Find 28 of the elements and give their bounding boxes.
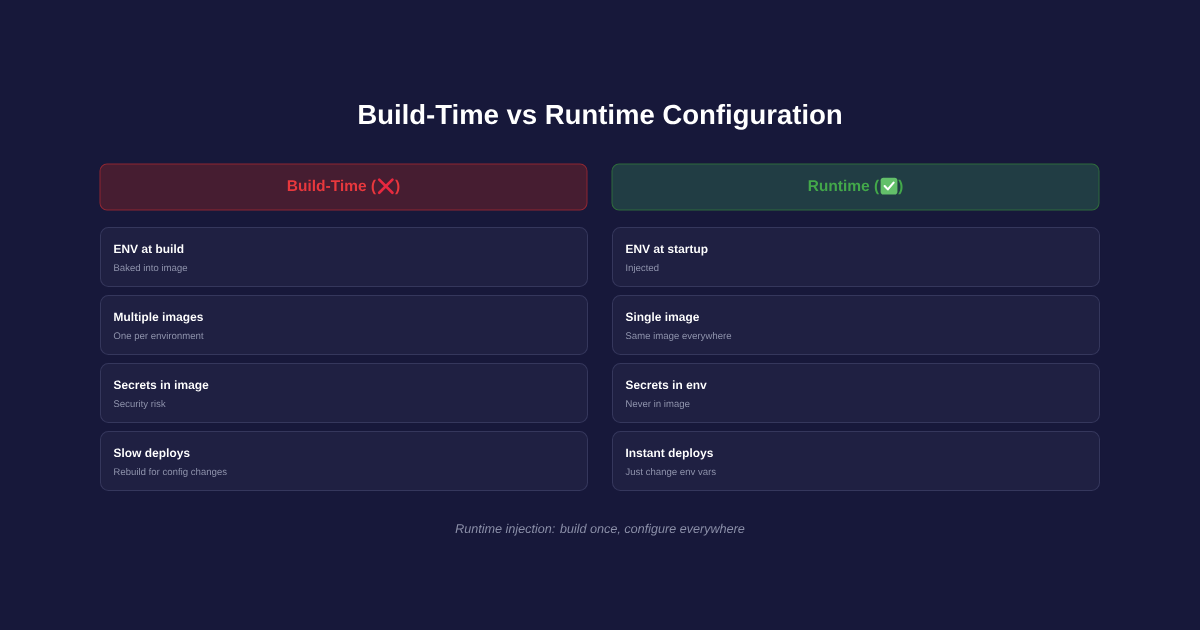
card-title: Slow deploys <box>113 448 190 460</box>
card <box>100 363 588 423</box>
card-title: Instant deploys <box>626 448 713 460</box>
card-title: Secrets in env <box>625 380 707 390</box>
card-description: Rebuild for config changes <box>114 468 227 477</box>
card-description: Same image everywhere <box>625 332 732 341</box>
card-title: ENV at build <box>114 244 184 254</box>
card <box>100 295 588 355</box>
column-header: Build-Time ( ) <box>99 163 588 211</box>
card <box>612 295 1100 355</box>
caption: Runtime injection: build once, configure everywhere <box>455 523 745 536</box>
card-title: Multiple images <box>114 312 203 324</box>
card <box>612 227 1100 287</box>
card-title: Single image <box>625 312 699 324</box>
card <box>612 363 1100 423</box>
title: Build-Time vs Runtime Configuration <box>359 104 841 130</box>
card-description: One per environment <box>113 332 204 341</box>
card <box>612 431 1100 491</box>
card-title: Secrets in image <box>113 380 209 392</box>
card-description: Security risk <box>113 400 166 409</box>
column-header: Runtime ( ) <box>611 163 1100 211</box>
card-description: Injected <box>626 264 659 273</box>
card-description: Baked into image <box>114 264 188 273</box>
card-title: ENV at startup <box>626 244 708 256</box>
card-description: Never in image <box>626 400 690 409</box>
card-description: Just change env vars <box>625 468 716 477</box>
card <box>100 431 588 491</box>
card <box>100 227 588 287</box>
